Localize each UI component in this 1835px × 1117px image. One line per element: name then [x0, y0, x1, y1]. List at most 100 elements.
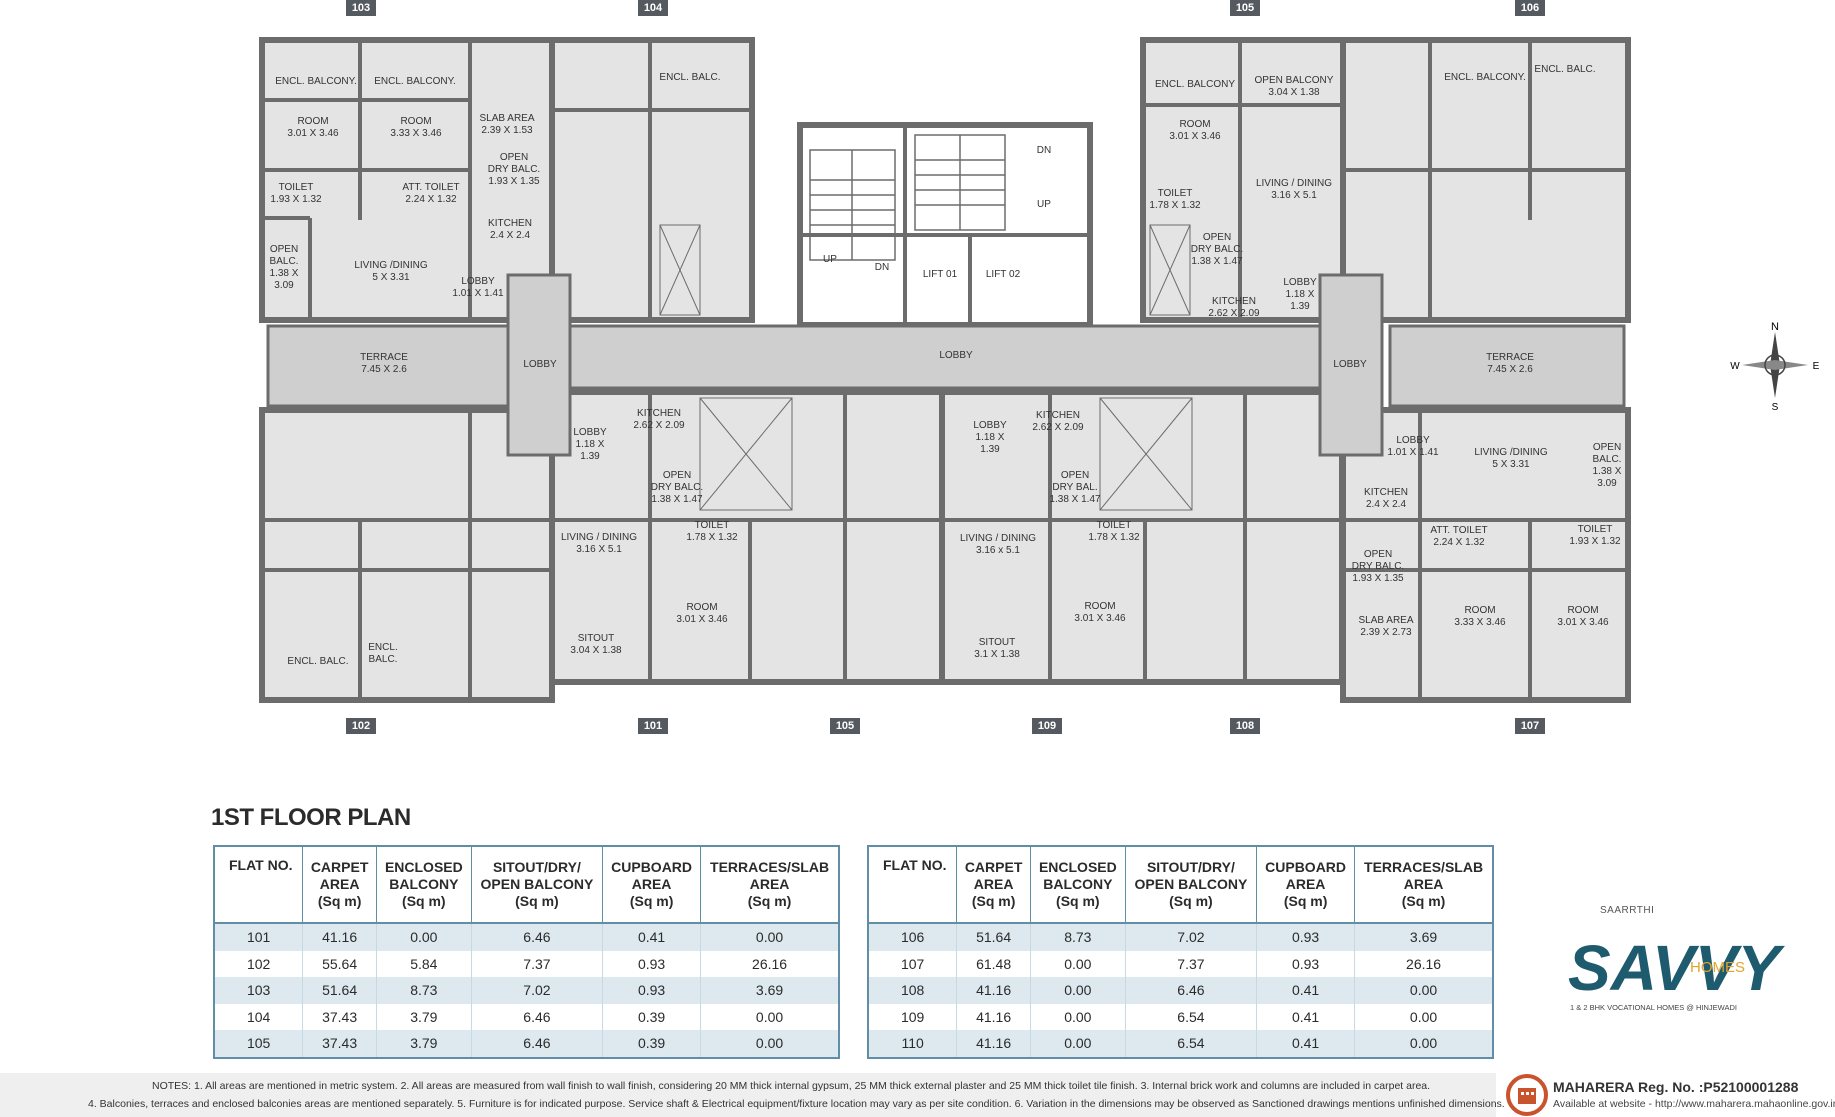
- brand-homes: HOMES: [1690, 959, 1745, 976]
- room-label-r15: LOBBY: [523, 359, 557, 370]
- table-cell: 0.00: [1029, 950, 1126, 977]
- room-label-r32: ENCL. BALCONY.: [1444, 72, 1526, 83]
- table-cell: 26.16: [700, 950, 839, 977]
- table-cell: 41.16: [956, 1030, 1031, 1058]
- table-cell: 0.00: [375, 923, 472, 951]
- flat-tag-101: 101: [638, 718, 668, 734]
- brand-small: SAARRTHI: [1600, 905, 1655, 916]
- internal-walls: [262, 40, 1628, 700]
- brand-name: SAVVY: [1568, 932, 1786, 1004]
- flat-tag-106: 106: [1515, 0, 1545, 16]
- flat-tag-108: 108: [1230, 718, 1260, 734]
- notes-line-1: NOTES: 1. All areas are mentioned in met…: [152, 1080, 1431, 1092]
- table-cell: 0.93: [1256, 923, 1355, 951]
- room-label-r35: ENCL. BALC.: [287, 656, 348, 667]
- table-cell: 8.73: [375, 977, 472, 1004]
- table-cell: 3.79: [375, 1030, 472, 1058]
- table-cell: 37.43: [302, 1030, 377, 1058]
- maharera-block: MAHARERA Reg. No. :P52100001288 Availabl…: [1500, 1073, 1835, 1117]
- table-cell: 0.00: [700, 923, 839, 951]
- column-header: SITOUT/DRY/OPEN BALCONY(Sq m): [1124, 846, 1257, 924]
- flat-tag-105-top: 105: [1230, 0, 1260, 16]
- compass-e: E: [1813, 361, 1820, 372]
- room-label-r24: ENCL. BALCONY: [1155, 79, 1235, 90]
- table-cell: 0.39: [602, 1003, 701, 1030]
- room-label-r36: ENCL.BALC.: [368, 642, 397, 665]
- table-cell: 0.00: [1354, 1030, 1493, 1058]
- table-cell: 41.16: [302, 923, 377, 951]
- table-cell: 0.00: [700, 1030, 839, 1058]
- table-cell: 37.43: [302, 1003, 377, 1030]
- flat-tag-104: 104: [638, 0, 668, 16]
- compass-n: N: [1771, 321, 1779, 333]
- room-label-r18: UP: [823, 254, 837, 265]
- column-header: SITOUT/DRY/OPEN BALCONY(Sq m): [470, 846, 603, 924]
- notes-bar: NOTES: 1. All areas are mentioned in met…: [0, 1073, 1505, 1117]
- table-cell: 0.41: [602, 923, 701, 951]
- room-label-r21: UP: [1037, 199, 1051, 210]
- table-cell: 101: [214, 923, 303, 951]
- table-cell: 110: [868, 1030, 957, 1058]
- room-label-r22: LIFT 01: [923, 269, 958, 280]
- flat-tag-105-bottom: 105: [830, 718, 860, 734]
- compass-icon: N S E W: [1730, 321, 1820, 410]
- table-cell: 26.16: [1354, 950, 1493, 977]
- compass-w: W: [1730, 361, 1740, 372]
- table-cell: 51.64: [302, 977, 377, 1004]
- table-cell: 0.00: [700, 1003, 839, 1030]
- room-label-r13: ENCL. BALC.: [659, 72, 720, 83]
- building-outline: [258, 36, 1631, 703]
- brand-wordmark: SAVVY HOMES: [1568, 932, 1786, 1004]
- table-cell: 102: [246, 955, 271, 972]
- maharera-seal-icon: [1506, 1074, 1548, 1116]
- table-cell: 0.93: [602, 977, 701, 1004]
- table-cell: 0.41: [1256, 1030, 1355, 1058]
- staircase: [809, 134, 1006, 261]
- table-cell: 6.54: [1124, 1030, 1257, 1058]
- room-label-r23: LIFT 02: [986, 269, 1021, 280]
- table-cell: 0.00: [1354, 977, 1493, 1004]
- room-label-r17: LOBBY: [1333, 359, 1367, 370]
- table-cell: 0.39: [602, 1030, 701, 1058]
- table-cell: 55.64: [302, 950, 377, 977]
- table-cell: 104: [246, 1008, 271, 1025]
